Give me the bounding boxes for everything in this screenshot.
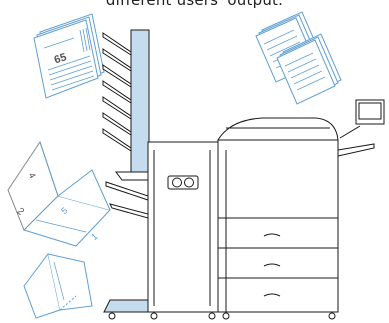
finisher-base <box>103 299 149 313</box>
tri-fold-icon <box>23 252 93 319</box>
fold-panel-number-5: 5 <box>59 205 69 216</box>
fold-panel-number-1: 1 <box>89 231 99 242</box>
control-panel-monitor <box>339 99 385 139</box>
output-trays <box>105 171 149 219</box>
printer-body <box>217 117 339 313</box>
folded-sheet-icon <box>7 140 111 247</box>
booklet-icon <box>33 13 105 99</box>
wheels <box>108 312 336 320</box>
bypass-tray <box>337 143 375 157</box>
finisher-unit <box>147 141 219 313</box>
stapled-sets-icon <box>255 11 342 105</box>
booklet-page-number: 65 <box>53 51 68 66</box>
fold-panel-number-2: 2 <box>15 206 27 218</box>
fold-panel-number-4: 4 <box>27 171 38 180</box>
mailbox-bins <box>102 29 150 173</box>
caption-text: different users' output. <box>105 0 284 9</box>
drawer-handles <box>263 233 281 297</box>
finisher-control-knobs <box>167 175 199 190</box>
